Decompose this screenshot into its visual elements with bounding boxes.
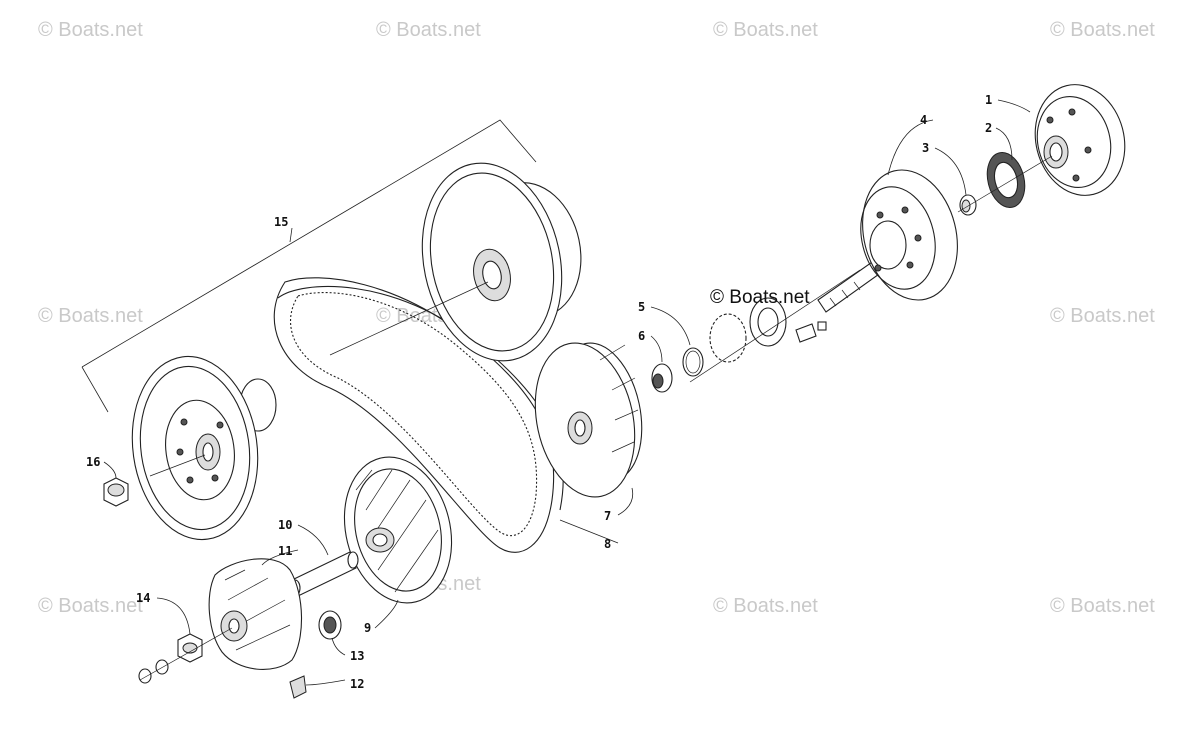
callout-7: 7 [604, 509, 611, 523]
callout-15: 15 [274, 215, 288, 229]
part-5-ring [682, 347, 704, 377]
part-1-drum [957, 84, 1126, 213]
part-9-fan-sheave [343, 456, 453, 604]
drive-clutch [131, 355, 277, 541]
watermark: © Boats.net [1050, 19, 1155, 41]
callout-1: 1 [985, 93, 992, 107]
part-11-sheave [208, 558, 303, 670]
watermark-center: © Boats.net [710, 287, 810, 308]
watermark: © Boats.net [1050, 305, 1155, 327]
callout-16: 16 [86, 455, 100, 469]
watermark: © Boats.net [38, 305, 143, 327]
part-6-bushing [651, 363, 673, 393]
driven-clutch [329, 162, 582, 362]
callout-5: 5 [638, 300, 645, 314]
part-13-bearing [318, 610, 342, 640]
callout-13: 13 [350, 649, 364, 663]
callout-labels: 1 2 3 4 5 6 7 8 9 10 11 12 13 14 15 16 [86, 93, 992, 691]
part-12-slider [289, 675, 307, 699]
part-2-clutch [986, 151, 1026, 209]
part-10-shaft [289, 551, 359, 597]
callout-11: 11 [278, 544, 292, 558]
callout-12: 12 [350, 677, 364, 691]
watermark: © Boats.net [713, 595, 818, 617]
watermark: © Boats.net [38, 595, 143, 617]
watermark: © Boats.net [376, 19, 481, 41]
part-16-nut [103, 477, 129, 507]
part-7-sheave [534, 342, 643, 498]
watermark: © Boats.net [713, 19, 818, 41]
callout-10: 10 [278, 518, 292, 532]
watermark: © Boats.net [38, 19, 143, 41]
part-14-nut [138, 627, 233, 684]
callout-9: 9 [364, 621, 371, 635]
part-4-housing [817, 169, 958, 313]
watermark: © Boats.net [1050, 595, 1155, 617]
bearing-assembly [689, 269, 861, 383]
callout-2: 2 [985, 121, 992, 135]
assembly-bracket [81, 119, 537, 413]
callout-14: 14 [136, 591, 150, 605]
callout-8: 8 [604, 537, 611, 551]
callout-4: 4 [920, 113, 927, 127]
leader-lines [103, 99, 1031, 686]
callout-6: 6 [638, 329, 645, 343]
callout-3: 3 [922, 141, 929, 155]
part-3-bushing [959, 194, 977, 216]
